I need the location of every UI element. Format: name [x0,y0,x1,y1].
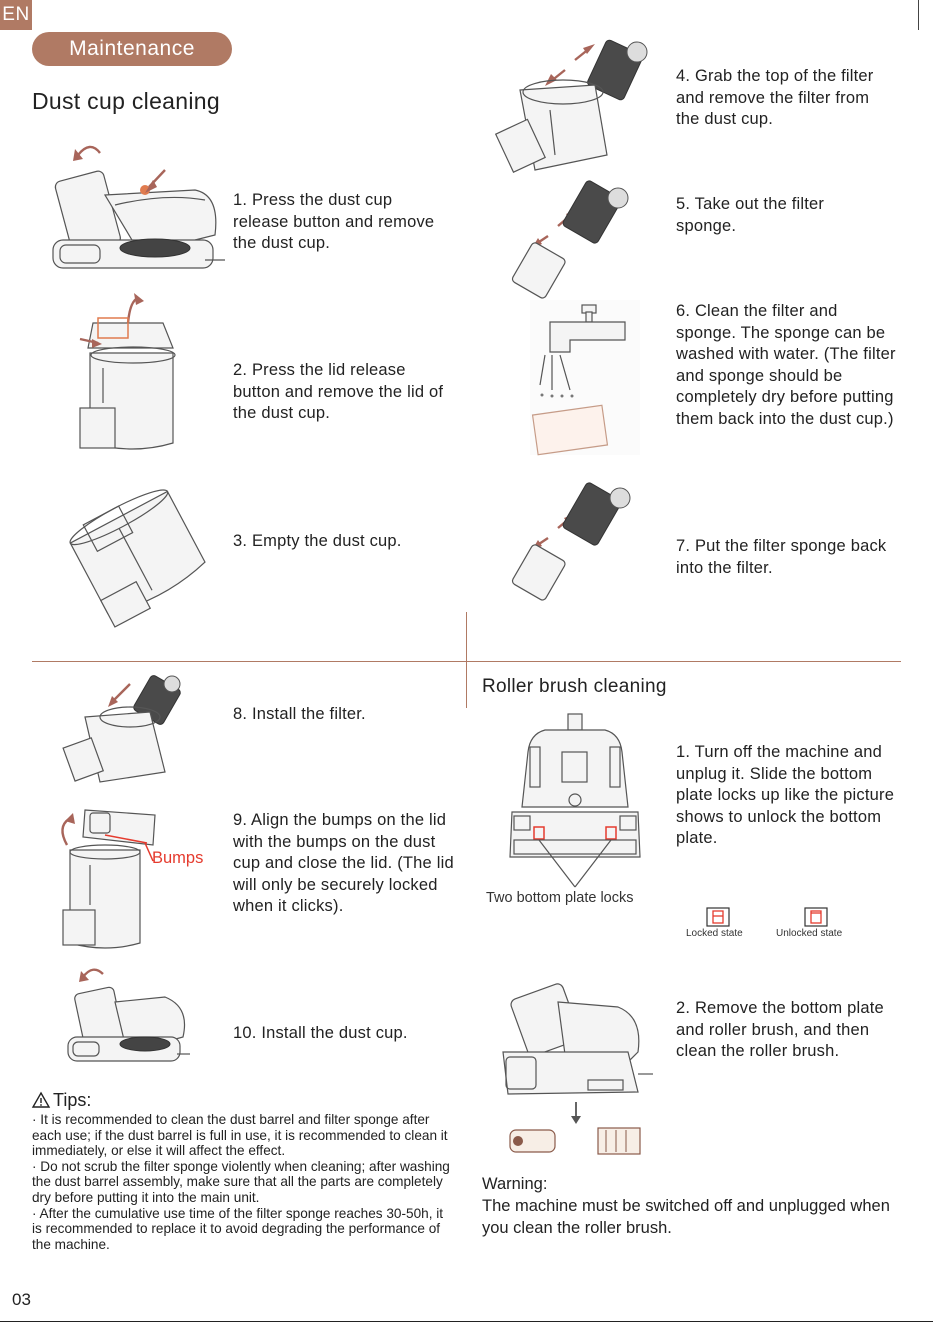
unlocked-state-icon [804,907,828,927]
dust-step-4: 4. Grab the top of the filter and remove… [676,67,874,128]
roller-step-2: 2. Remove the bottom plate and roller br… [676,999,884,1060]
column-divider [466,612,467,708]
warning-triangle-icon [31,1091,51,1108]
bottom-plate-illustration [509,713,641,888]
edge-line [918,0,919,30]
locked-state-label: Locked state [686,928,743,939]
insert-sponge-illustration [511,482,631,601]
remove-sponge-illustration [511,180,629,299]
dust-step-7: 7. Put the filter sponge back into the f… [676,537,887,577]
roller-title: Roller brush cleaning [482,676,667,697]
empty-dust-cup-illustration [69,489,206,628]
warning-text: The machine must be switched off and unp… [482,1197,890,1237]
dust-step-8: 8. Install the filter. [233,705,366,723]
dust-step-5: 5. Take out the filter sponge. [676,195,825,235]
dust-cup-title: Dust cup cleaning [32,88,220,114]
tips-list: · It is recommended to clean the dust ba… [32,1112,452,1252]
locks-label: Two bottom plate locks [486,890,634,906]
remove-filter-illustration [494,39,648,174]
warning-title: Warning: [482,1175,548,1193]
dust-step-2: 2. Press the lid release button and remo… [233,361,444,422]
tip-item: · Do not scrub the filter sponge violent… [32,1158,450,1205]
section-pill: Maintenance [32,32,232,66]
tips-title: Tips: [53,1090,92,1110]
wash-sponge-illustration [530,300,640,456]
page-number: 03 [12,1290,31,1309]
close-lid-illustration [61,809,156,949]
bumps-label: Bumps [152,849,204,867]
remove-dust-cup-illustration [52,145,225,269]
dust-step-10: 10. Install the dust cup. [233,1024,408,1042]
dust-step-1: 1. Press the dust cup release button and… [233,191,435,252]
roller-step-1: 1. Turn off the machine and unplug it. S… [676,743,895,847]
install-dust-cup-illustration [67,968,190,1062]
remove-roller-illustration [502,983,653,1155]
remove-lid-illustration [79,293,176,450]
locked-state-icon [706,907,730,927]
unlocked-state-label: Unlocked state [776,928,843,939]
tip-item: · After the cumulative use time of the f… [32,1205,444,1252]
bottom-border [0,1321,933,1322]
dust-step-9: 9. Align the bumps on the lid with the b… [233,811,454,915]
dust-step-6: 6. Clean the filter and sponge. The spon… [676,302,896,428]
install-filter-illustration [62,675,181,783]
language-tag: EN [0,0,32,30]
tip-item: · It is recommended to clean the dust ba… [32,1112,448,1159]
dust-step-3: 3. Empty the dust cup. [233,532,402,550]
